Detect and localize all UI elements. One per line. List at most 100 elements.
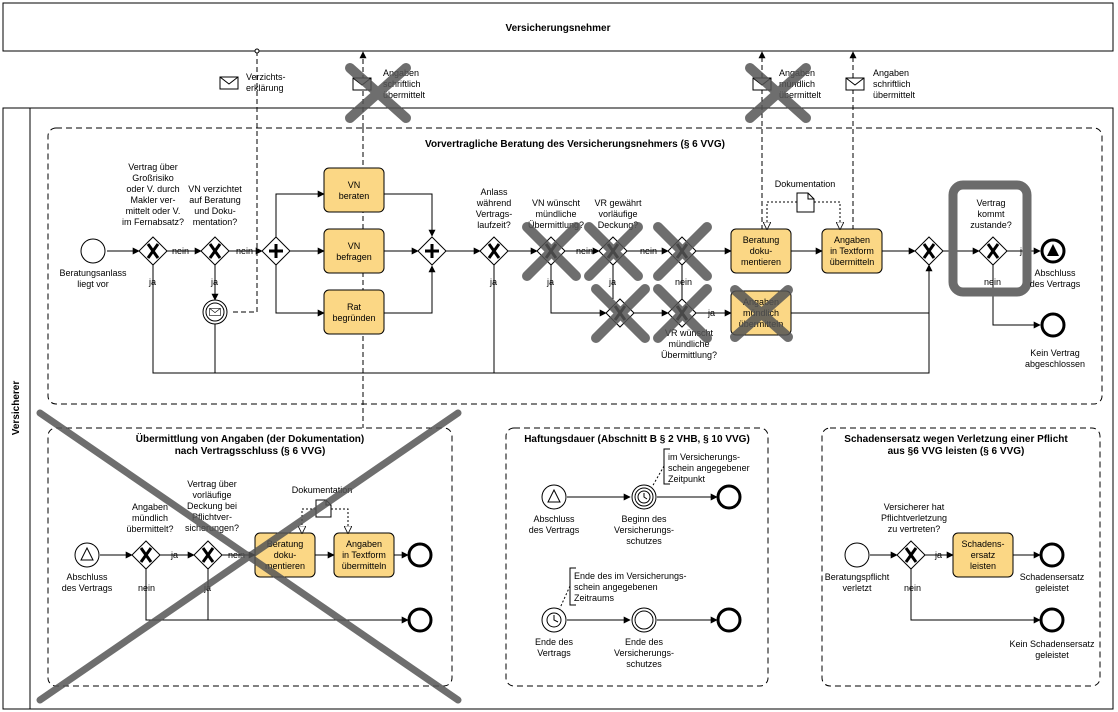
svg-text:Versicherer: Versicherer: [11, 381, 22, 436]
svg-text:des Vertrags: des Vertrags: [1030, 279, 1081, 289]
svg-text:nein: nein: [984, 277, 1001, 287]
svg-text:VR wünscht: VR wünscht: [665, 328, 714, 338]
task-rat-begruenden[interactable]: Rat begründen: [323, 289, 385, 335]
svg-text:mentieren: mentieren: [741, 257, 781, 267]
svg-text:Kein Schadensersatz: Kein Schadensersatz: [1009, 639, 1095, 649]
gateway-parallel-split: [261, 236, 291, 266]
svg-text:schein angegebenen: schein angegebenen: [574, 582, 658, 592]
svg-text:übermittelt: übermittelt: [383, 90, 426, 100]
group-uebermittlung: Übermittlung von Angaben (der Dokumentat…: [36, 409, 462, 704]
svg-text:mündliche: mündliche: [535, 209, 576, 219]
svg-text:schriftlich: schriftlich: [873, 79, 911, 89]
pool-versicherungsnehmer: Versicherungsnehmer: [2, 2, 1114, 52]
gateway-grossrisiko: Vertrag über Großrisiko oder V. durch Ma…: [122, 162, 184, 266]
task-beratung-dokumentieren[interactable]: Beratung doku- mentieren: [730, 228, 792, 274]
svg-text:Schadensersatz: Schadensersatz: [1020, 572, 1085, 582]
gateway-parallel-join: [417, 236, 447, 266]
gateway-vn-verzichtet: VN verzichtet auf Beratung und Doku- men…: [188, 184, 242, 266]
svg-text:Angaben: Angaben: [743, 297, 779, 307]
task-vn-befragen[interactable]: VN befragen: [323, 228, 385, 274]
intermediate-event-ende-schutz: Ende des Versicherungs- schutzes: [614, 607, 674, 669]
svg-text:mündlich: mündlich: [132, 513, 168, 523]
annotation-beginn: im Versicherungs- schein angegebener Zei…: [651, 448, 750, 488]
svg-text:doku-: doku-: [274, 550, 297, 560]
svg-text:nein: nein: [172, 246, 189, 256]
svg-text:Angaben: Angaben: [346, 539, 382, 549]
svg-text:mündliche: mündliche: [668, 339, 709, 349]
svg-text:Versicherungs-: Versicherungs-: [614, 648, 674, 658]
envelope-icon: [845, 77, 865, 91]
task-vn-beraten[interactable]: VN beraten: [323, 167, 385, 213]
svg-text:Versicherungsnehmer: Versicherungsnehmer: [505, 23, 610, 34]
svg-text:Deckung?: Deckung?: [598, 220, 639, 230]
svg-text:Dokumentation: Dokumentation: [292, 485, 353, 495]
svg-text:schutzes: schutzes: [626, 659, 662, 669]
svg-text:VR gewährt: VR gewährt: [594, 198, 642, 208]
svg-text:Übermittlung von Angaben (der: Übermittlung von Angaben (der Dokumentat…: [136, 432, 365, 445]
svg-text:nein: nein: [138, 583, 155, 593]
end-event-beginn: [716, 484, 742, 510]
svg-text:Ende des: Ende des: [625, 637, 664, 647]
svg-text:in Textform: in Textform: [830, 246, 874, 256]
svg-text:Übermittlung?: Übermittlung?: [528, 220, 584, 230]
svg-text:und Doku-: und Doku-: [194, 206, 236, 216]
svg-text:Übermittlung?: Übermittlung?: [661, 350, 717, 360]
svg-text:begründen: begründen: [332, 313, 375, 323]
start-event-abschluss-h: Abschluss des Vertrags: [529, 484, 580, 535]
task-angaben-textform[interactable]: Angaben in Textform übermitteln: [821, 228, 883, 274]
group-vorvertragliche-beratung: Vorvertragliche Beratung des Versicherun…: [47, 127, 1103, 405]
svg-text:Vorvertragliche Beratung des V: Vorvertragliche Beratung des Versicherun…: [425, 139, 725, 150]
svg-text:laufzeit?: laufzeit?: [477, 220, 511, 230]
svg-text:Beratungsanlass: Beratungsanlass: [59, 268, 127, 278]
svg-text:während: während: [476, 198, 512, 208]
svg-text:Dokumentation: Dokumentation: [775, 179, 836, 189]
task-schadensersatz-leisten[interactable]: Schadens- ersatz leisten: [952, 532, 1014, 578]
svg-text:Abschluss: Abschluss: [66, 572, 108, 582]
svg-text:Zeitpunkt: Zeitpunkt: [668, 474, 706, 484]
svg-text:Angaben: Angaben: [834, 235, 870, 245]
svg-text:nach Vertragsschluss (§ 6 VVG): nach Vertragsschluss (§ 6 VVG): [175, 446, 326, 457]
task-angaben-textform-2[interactable]: Angaben in Textform übermitteln: [333, 532, 395, 578]
gateway-pflichtverletzung: Versicherer hat Pflichtverletzung zu ver…: [881, 502, 947, 570]
svg-text:mündlich: mündlich: [779, 79, 815, 89]
svg-text:übermittelt: übermittelt: [779, 90, 822, 100]
svg-text:nein: nein: [640, 246, 657, 256]
task-angaben-muendlich[interactable]: Angaben mündlich übermitteln: [730, 285, 793, 342]
start-event-beratungspflicht: Beratungspflicht verletzt: [825, 542, 890, 593]
svg-text:Ende des: Ende des: [535, 637, 574, 647]
gateway-7: [591, 284, 650, 343]
svg-text:Verzichts-: Verzichts-: [246, 72, 286, 82]
svg-text:ja: ja: [546, 277, 554, 287]
svg-text:nein: nein: [236, 246, 253, 256]
start-event-abschluss-vertrag: Abschluss des Vertrags: [62, 542, 113, 593]
data-object-dokumentation: Dokumentation: [767, 179, 840, 229]
svg-text:Vertrag über: Vertrag über: [187, 479, 237, 489]
svg-text:Angaben: Angaben: [873, 68, 909, 78]
svg-text:aus §6 VVG leisten (§ 6 VVG): aus §6 VVG leisten (§ 6 VVG): [888, 446, 1025, 457]
gateway-merge: [914, 236, 944, 266]
svg-text:Vertrag: Vertrag: [976, 198, 1005, 208]
svg-text:abgeschlossen: abgeschlossen: [1025, 359, 1085, 369]
gateway-6: [653, 222, 712, 281]
svg-text:übermitteln: übermitteln: [342, 561, 387, 571]
svg-text:oder V. durch: oder V. durch: [126, 184, 179, 194]
gateway-vertrag-kommt-zustande: Vertrag kommt zustande?: [948, 180, 1032, 297]
svg-text:doku-: doku-: [750, 246, 773, 256]
envelope-icon: [209, 308, 221, 316]
svg-text:Versicherer hat: Versicherer hat: [884, 502, 945, 512]
svg-text:ja: ja: [608, 277, 616, 287]
svg-text:des Vertrags: des Vertrags: [62, 583, 113, 593]
svg-text:Pflichtver-: Pflichtver-: [192, 512, 232, 522]
timer-start-ende-vertrag: Ende des Vertrags: [535, 607, 574, 658]
svg-text:ersatz: ersatz: [971, 550, 996, 560]
svg-text:Abschluss: Abschluss: [533, 514, 575, 524]
svg-text:vorläufige: vorläufige: [598, 209, 637, 219]
svg-text:übermittelt: übermittelt: [873, 90, 916, 100]
svg-text:Rat: Rat: [347, 302, 362, 312]
start-event-beratungsanlass: Beratungsanlass liegt vor: [59, 238, 127, 289]
svg-text:ja: ja: [489, 277, 497, 287]
